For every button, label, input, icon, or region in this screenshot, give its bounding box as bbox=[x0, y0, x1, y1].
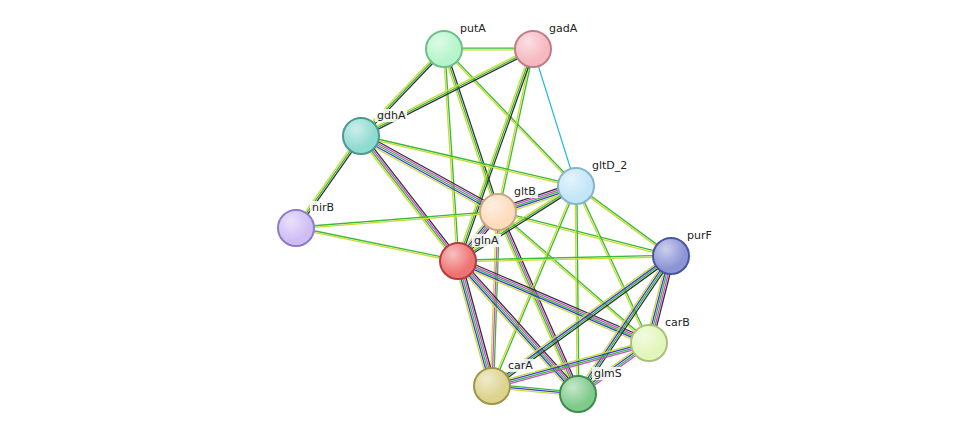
evidence-line bbox=[476, 257, 653, 261]
evidence-line bbox=[505, 265, 655, 374]
node-label: nirB bbox=[310, 201, 336, 214]
protein-node: putA bbox=[425, 30, 463, 68]
interaction-edge bbox=[591, 351, 636, 385]
evidence-line bbox=[471, 273, 567, 379]
evidence-line bbox=[377, 145, 483, 204]
protein-node: purF bbox=[652, 237, 690, 275]
protein-node: carB bbox=[630, 324, 668, 362]
interaction-edge bbox=[472, 194, 561, 253]
node-label: gltD_2 bbox=[590, 159, 629, 172]
evidence-line bbox=[314, 231, 441, 257]
evidence-line bbox=[378, 141, 558, 183]
node-highlight bbox=[559, 169, 593, 203]
node-highlight bbox=[441, 244, 475, 278]
node-label: purF bbox=[685, 229, 714, 242]
evidence-line bbox=[314, 213, 480, 226]
node-highlight bbox=[427, 32, 461, 66]
node-highlight bbox=[279, 211, 313, 245]
evidence-line bbox=[308, 152, 352, 215]
evidence-line bbox=[474, 270, 632, 338]
protein-node: gltB bbox=[479, 193, 517, 231]
interaction-edge bbox=[538, 66, 570, 169]
protein-node: gltD_2 bbox=[557, 167, 595, 205]
node-label: carA bbox=[506, 359, 535, 372]
node-label: gadA bbox=[547, 22, 579, 35]
evidence-line bbox=[376, 146, 482, 205]
evidence-line bbox=[462, 49, 515, 50]
node-label: putA bbox=[458, 22, 488, 35]
protein-node: glmS bbox=[559, 375, 597, 413]
interaction-edge bbox=[378, 139, 558, 183]
evidence-line bbox=[373, 62, 431, 123]
interaction-edge bbox=[305, 150, 352, 215]
evidence-line bbox=[469, 276, 565, 382]
node-label: glmS bbox=[592, 367, 624, 380]
interaction-edge bbox=[462, 48, 515, 50]
evidence-line bbox=[378, 142, 484, 201]
evidence-line bbox=[515, 217, 653, 252]
evidence-line bbox=[373, 150, 448, 247]
evidence-line bbox=[459, 279, 484, 369]
node-highlight bbox=[654, 239, 688, 273]
evidence-line bbox=[462, 65, 525, 243]
evidence-line bbox=[510, 389, 560, 394]
evidence-line bbox=[575, 204, 577, 376]
node-label: carB bbox=[663, 316, 692, 329]
node-label: glnA bbox=[472, 234, 501, 247]
interaction-edge bbox=[370, 149, 449, 249]
node-highlight bbox=[516, 32, 550, 66]
node-label: gltB bbox=[512, 185, 538, 198]
protein-node: gadA bbox=[514, 30, 552, 68]
evidence-line bbox=[462, 48, 515, 49]
node-highlight bbox=[481, 195, 515, 229]
interaction-edge bbox=[372, 61, 433, 124]
node-highlight bbox=[344, 119, 378, 153]
interaction-edge bbox=[510, 386, 560, 394]
evidence-line bbox=[379, 139, 559, 181]
evidence-line bbox=[448, 67, 491, 196]
interaction-edge bbox=[575, 204, 578, 376]
interaction-edge bbox=[448, 66, 494, 196]
evidence-line bbox=[538, 66, 570, 169]
protein-node: carA bbox=[473, 367, 511, 405]
protein-node: gdhA bbox=[342, 117, 380, 155]
evidence-line bbox=[314, 214, 480, 227]
evidence-line bbox=[592, 353, 634, 383]
node-highlight bbox=[561, 377, 595, 411]
evidence-line bbox=[473, 272, 569, 378]
interaction-edge bbox=[313, 231, 440, 258]
evidence-line bbox=[313, 232, 440, 258]
interaction-edge bbox=[314, 213, 480, 228]
evidence-line bbox=[470, 274, 566, 380]
node-label: gdhA bbox=[375, 109, 407, 122]
evidence-line bbox=[378, 143, 484, 202]
node-highlight bbox=[632, 326, 666, 360]
evidence-line bbox=[371, 151, 446, 248]
evidence-line bbox=[372, 61, 430, 122]
protein-node: glnA bbox=[439, 242, 477, 280]
evidence-line bbox=[591, 351, 633, 381]
evidence-line bbox=[374, 149, 449, 246]
protein-node: nirB bbox=[277, 209, 315, 247]
evidence-line bbox=[500, 203, 570, 370]
evidence-line bbox=[516, 216, 654, 251]
evidence-line bbox=[306, 151, 350, 214]
evidence-line bbox=[375, 63, 433, 124]
evidence-line bbox=[468, 277, 564, 383]
interaction-edge bbox=[476, 256, 653, 262]
evidence-line bbox=[370, 152, 445, 249]
node-highlight bbox=[475, 369, 509, 403]
evidence-line bbox=[472, 194, 560, 250]
